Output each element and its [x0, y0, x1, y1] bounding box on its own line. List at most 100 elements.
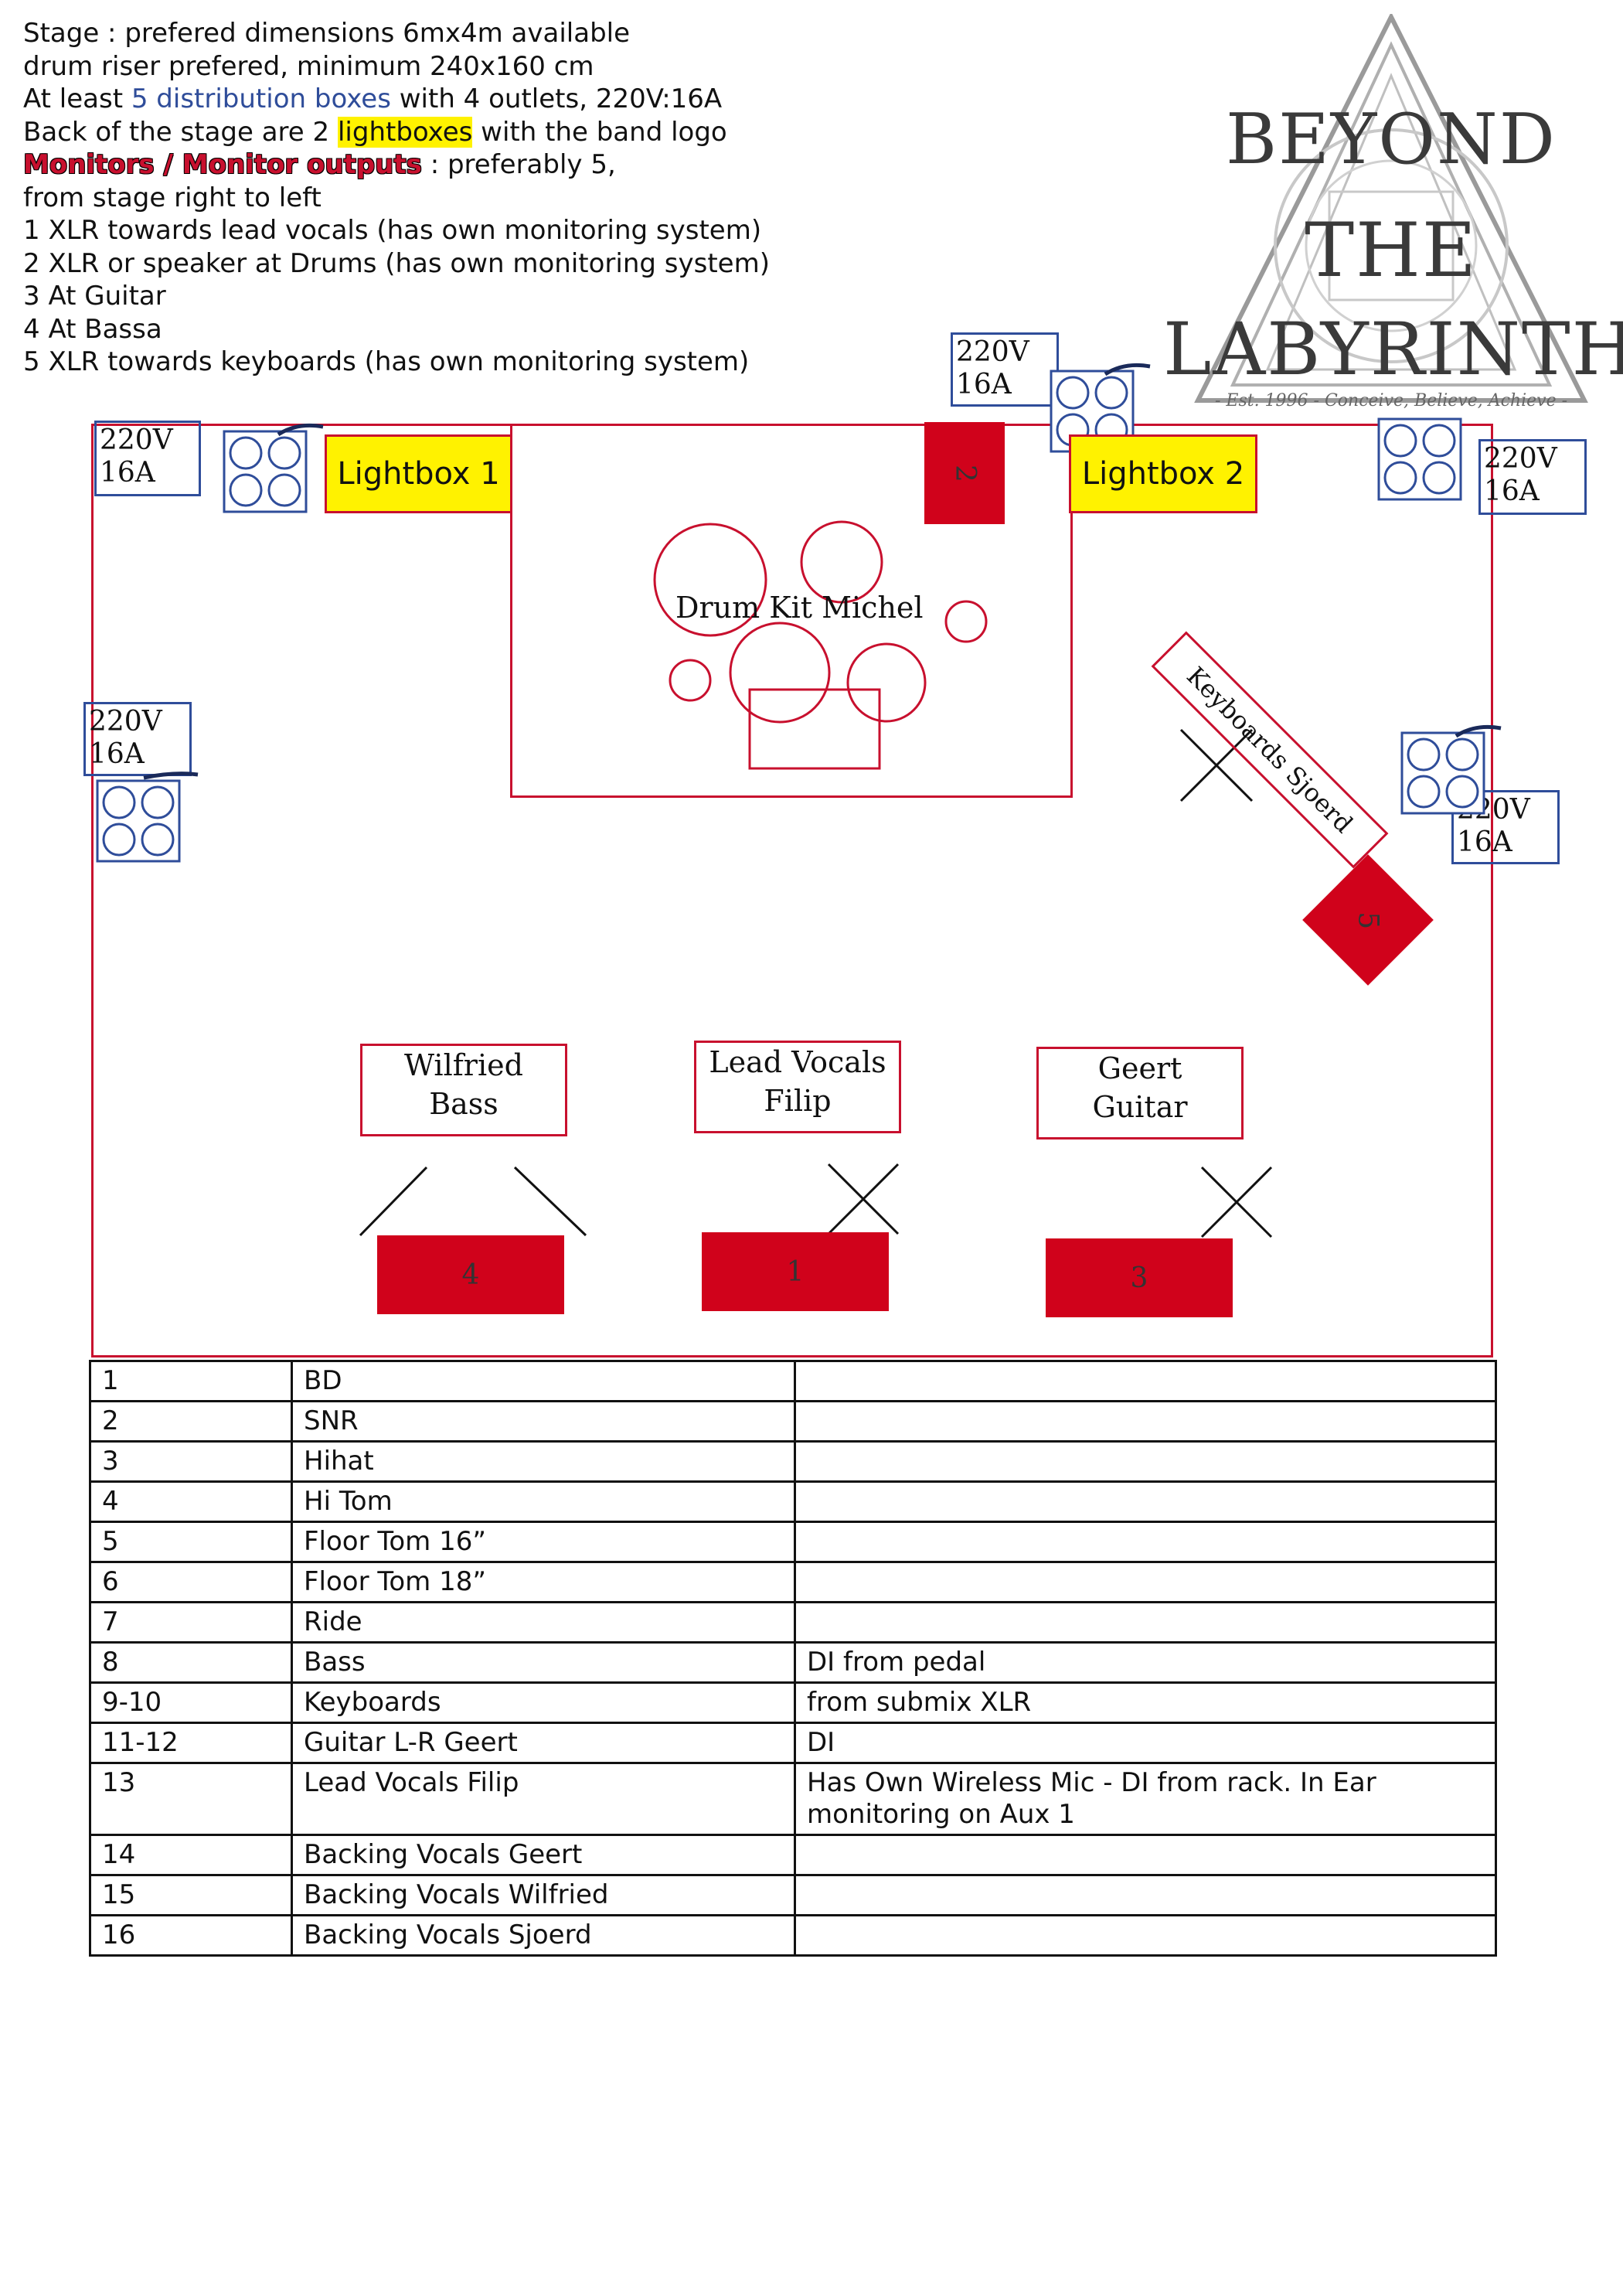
- outlet-box-icon: [1377, 417, 1462, 501]
- power-label-back-left: 220V 16A: [94, 421, 201, 496]
- channel-source: Keyboards: [291, 1681, 796, 1724]
- note-highlight-distribution: 5 distribution boxes: [131, 83, 391, 114]
- power-label-right: 220V 16A: [1451, 790, 1560, 864]
- note-monitor-2: 2 XLR or speaker at Drums (has own monit…: [23, 247, 770, 279]
- drum-riser: [510, 424, 1073, 798]
- channel-note: [794, 1914, 1497, 1957]
- distribution-boxes-layer: [96, 363, 1502, 1238]
- monitor-2: 2: [924, 422, 1005, 524]
- note-stage-dimensions: Stage : prefered dimensions 6mx4m availa…: [23, 18, 631, 49]
- note-drum-riser: drum riser prefered, minimum 240x160 cm: [23, 50, 594, 82]
- note-monitor-4: 4 At Bassa: [23, 313, 162, 345]
- note-distribution-boxes: At least 5 distribution boxes with 4 out…: [23, 83, 770, 116]
- channel-source: Floor Tom 16”: [291, 1521, 796, 1563]
- note-text: : preferably 5,: [421, 149, 616, 180]
- position-guitar-geert: Geert Guitar: [1036, 1047, 1244, 1139]
- channel-note: DI from pedal: [794, 1641, 1497, 1684]
- stage-requirements-notes: Stage : prefered dimensions 6mx4m availa…: [23, 17, 770, 379]
- power-label-back-center: 220V 16A: [951, 332, 1059, 407]
- channel-number: 13: [89, 1762, 293, 1836]
- logo-word-beyond: BEYOND: [1226, 99, 1557, 180]
- power-label-left: 220V 16A: [83, 702, 192, 776]
- position-lead-vocals-filip: Lead Vocals Filip: [694, 1041, 901, 1133]
- channel-source: Lead Vocals Filip: [291, 1762, 796, 1836]
- monitor-4: 4: [377, 1235, 564, 1314]
- channel-note: [794, 1480, 1497, 1523]
- channel-number: 7: [89, 1601, 293, 1644]
- lightbox-1: Lightbox 1: [325, 434, 512, 513]
- note-lightboxes: Back of the stage are 2 lightboxes with …: [23, 116, 770, 149]
- mic-stand-cross-icon: [827, 1163, 900, 1235]
- note-text: with the band logo: [472, 116, 727, 148]
- channel-note: [794, 1400, 1497, 1443]
- logo-tagline: - Est. 1996 - Conceive, Believe, Achieve…: [1214, 391, 1568, 410]
- note-monitor-1: 1 XLR towards lead vocals (has own monit…: [23, 215, 762, 246]
- power-label-back-right: 220V 16A: [1478, 439, 1587, 515]
- channel-note: Has Own Wireless Mic - DI from rack. In …: [794, 1762, 1497, 1836]
- mic-stand-cross-icon: [1200, 1166, 1273, 1238]
- channel-source: Backing Vocals Wilfried: [291, 1874, 796, 1916]
- stand-cross-icon: [1179, 728, 1254, 802]
- channel-source: Backing Vocals Sjoerd: [291, 1914, 796, 1957]
- note-text: with 4 outlets, 220V:16A: [390, 83, 723, 114]
- drum-kit-icon: [653, 520, 988, 770]
- channel-note: [794, 1440, 1497, 1483]
- channel-number: 6: [89, 1561, 293, 1603]
- note-monitor-3: 3 At Guitar: [23, 281, 166, 312]
- channel-source: Guitar L-R Geert: [291, 1722, 796, 1764]
- note-text: At least: [23, 83, 131, 114]
- channel-note: [794, 1521, 1497, 1563]
- monitor-3: 3: [1046, 1238, 1233, 1317]
- bass-amp-lines-icon: [359, 1166, 587, 1237]
- channel-source: Hi Tom: [291, 1480, 796, 1523]
- logo-word-labyrinth: LABYRINTH: [1163, 308, 1623, 392]
- logo-triangle-emblem: [1194, 14, 1588, 403]
- channel-note: [794, 1561, 1497, 1603]
- lightbox-2: Lightbox 2: [1069, 434, 1257, 513]
- note-stage-direction: from stage right to left: [23, 182, 322, 213]
- outlet-box-icon: [1400, 724, 1502, 815]
- channel-note: [794, 1874, 1497, 1916]
- note-text: Back of the stage are 2: [23, 116, 338, 148]
- channel-number: 3: [89, 1440, 293, 1483]
- position-bass-wilfried: Wilfried Bass: [360, 1044, 567, 1136]
- monitor-5-label: 5: [1352, 911, 1384, 929]
- channel-note: from submix XLR: [794, 1681, 1497, 1724]
- channel-number: 1: [89, 1360, 293, 1402]
- channel-number: 14: [89, 1834, 293, 1876]
- logo-word-the: THE: [1305, 207, 1478, 294]
- channel-source: Backing Vocals Geert: [291, 1834, 796, 1876]
- channel-note: [794, 1360, 1497, 1402]
- drum-kit-label: Drum Kit Michel: [675, 591, 924, 625]
- monitor-1: 1: [702, 1232, 889, 1311]
- channel-source: Bass: [291, 1641, 796, 1684]
- monitor-2-label: 2: [948, 464, 981, 482]
- channel-note: [794, 1834, 1497, 1876]
- channel-note: [794, 1601, 1497, 1644]
- channel-number: 5: [89, 1521, 293, 1563]
- note-monitor-5: 5 XLR towards keyboards (has own monitor…: [23, 346, 750, 377]
- channel-source: Hihat: [291, 1440, 796, 1483]
- channel-note: DI: [794, 1722, 1497, 1764]
- outlet-box-icon: [96, 772, 199, 863]
- channel-source: Floor Tom 18”: [291, 1561, 796, 1603]
- note-highlight-monitors: Monitors / Monitor outputs: [23, 149, 422, 180]
- note-monitors: Monitors / Monitor outputs : preferably …: [23, 148, 770, 182]
- outlet-box-icon: [223, 423, 324, 513]
- channel-number: 15: [89, 1874, 293, 1916]
